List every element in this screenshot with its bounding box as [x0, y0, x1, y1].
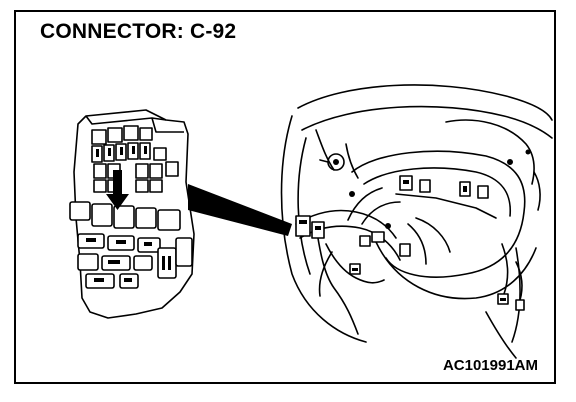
instrument-panel [280, 84, 553, 359]
illustration [69, 84, 553, 359]
instrument-panel-details [299, 149, 531, 301]
callout-wedge [188, 184, 292, 236]
diagram-frame: CONNECTOR: C-92 [14, 10, 556, 384]
figure-id: AC101991AM [442, 357, 538, 374]
diagram-title: CONNECTOR: C-92 [40, 20, 237, 43]
junction-block [69, 109, 195, 319]
connector-arrow [106, 170, 129, 210]
junction-block-details [86, 146, 171, 282]
